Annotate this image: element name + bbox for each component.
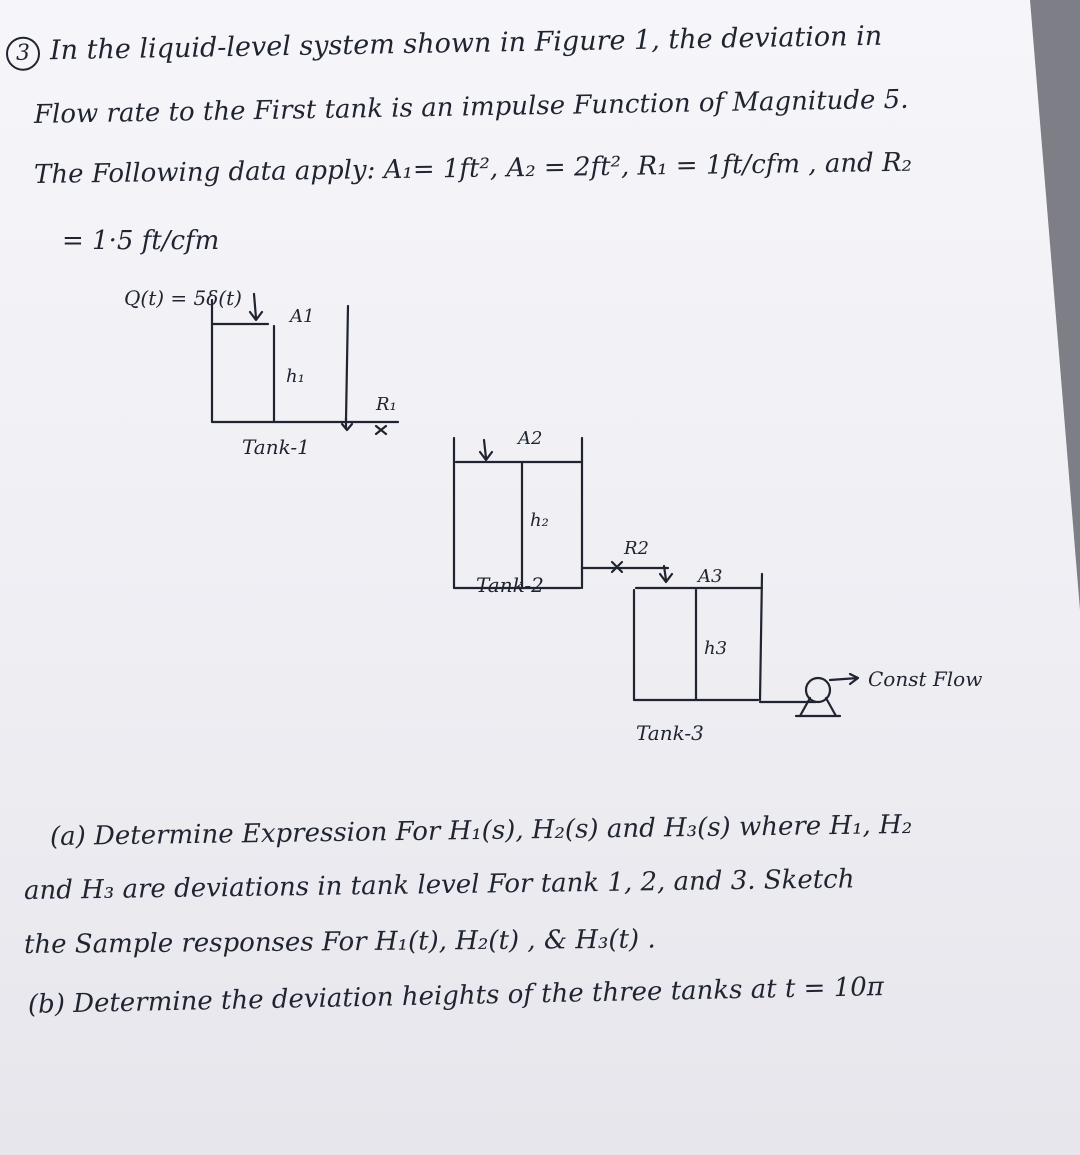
valve-r2: [610, 560, 624, 574]
tank-1-name: Tank-1: [242, 435, 310, 459]
tank-2-name: Tank-2: [476, 573, 544, 597]
inflow-arrow: [248, 292, 264, 322]
tank-3-area-label: A3: [696, 566, 722, 587]
pump-stand: [794, 696, 842, 718]
question-a-line-3: the Sample responses For H₁(t), H₂(t) , …: [23, 924, 656, 960]
valve-r1: [374, 424, 388, 436]
pump-icon: [804, 676, 832, 704]
tank-1-height-label: h₁: [286, 366, 305, 387]
tank-3-height-label: h3: [704, 638, 727, 659]
tank-2-walls: [452, 436, 584, 590]
tank-3-walls: [632, 572, 764, 702]
const-flow-arrow: [828, 672, 860, 686]
resistance-r2-label: R2: [623, 538, 649, 559]
inflow-3-arrow: [658, 564, 674, 584]
inflow-label: Q(t) = 5δ(t): [124, 286, 242, 310]
tank-2-area-label: A2: [516, 428, 542, 449]
tank-2-height-label: h₂: [530, 510, 549, 531]
outlet-1-arrow: [340, 416, 354, 432]
tank-3-name: Tank-3: [636, 721, 704, 745]
resistance-r1-label: R₁: [375, 394, 397, 415]
tank-1-walls: [210, 304, 350, 424]
pump-label: Const Flow: [868, 667, 982, 691]
inflow-2-arrow: [478, 438, 494, 462]
tank-1-area-label: A1: [288, 306, 314, 327]
problem-line-4: = 1·5 ft/cfm: [62, 226, 220, 256]
